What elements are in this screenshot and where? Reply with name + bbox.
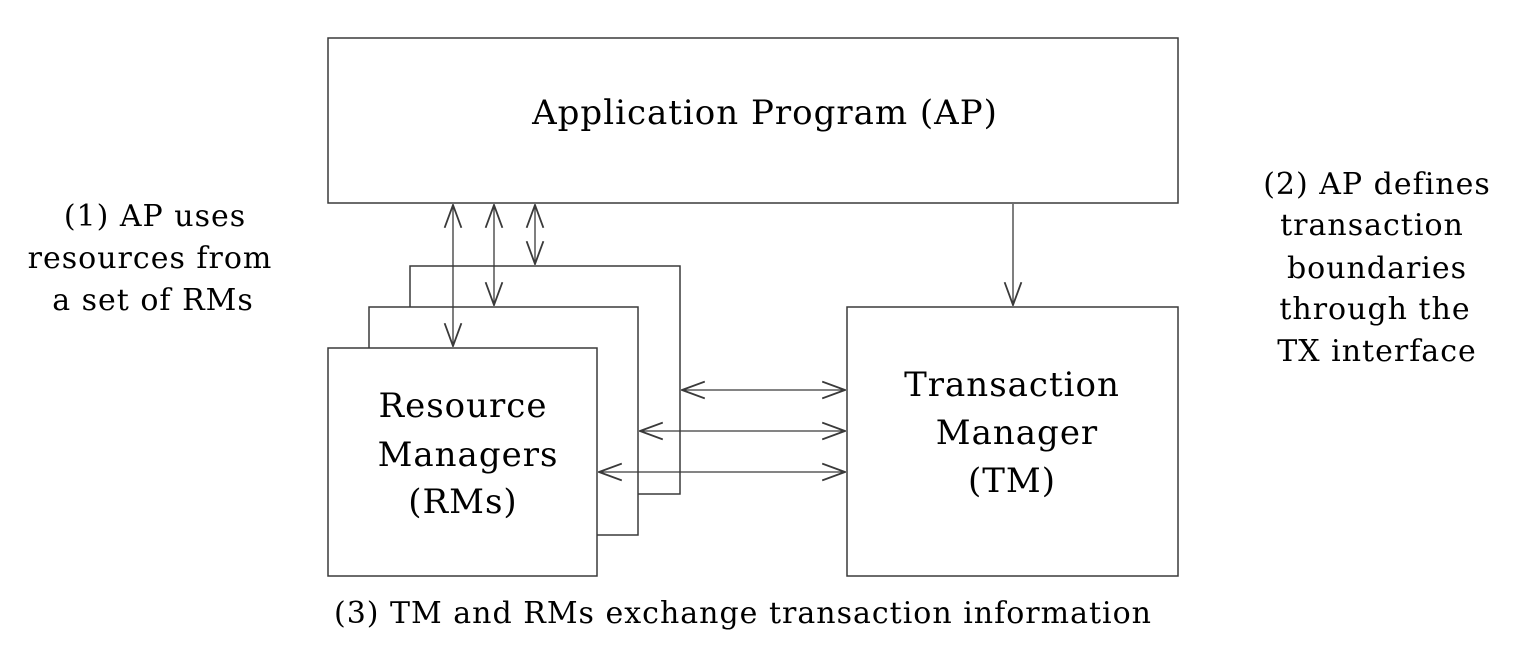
transaction-manager-label-line-3: (TM) bbox=[968, 461, 1056, 501]
right-annotation-line-1: (2) AP defines bbox=[1263, 167, 1491, 202]
transaction-manager-box bbox=[846, 306, 1179, 577]
left-annotation-line-2: resources from bbox=[28, 241, 273, 276]
right-annotation-line-2: transaction bbox=[1280, 208, 1464, 243]
right-annotation-line-3: boundaries bbox=[1287, 251, 1467, 286]
left-annotation-line-1: (1) AP uses bbox=[64, 199, 246, 234]
right-annotation-line-5: TX interface bbox=[1277, 334, 1477, 369]
left-annotation-line-3: a set of RMs bbox=[52, 283, 254, 318]
resource-managers-label-line-1: Resource bbox=[379, 386, 548, 426]
resource-managers-label-line-3: (RMs) bbox=[408, 482, 517, 522]
bottom-annotation: (3) TM and RMs exchange transaction info… bbox=[334, 596, 1152, 631]
application-program-label: Application Program (AP) bbox=[531, 93, 998, 133]
resource-manager-box-front bbox=[327, 347, 598, 577]
application-program-box bbox=[327, 37, 1179, 204]
resource-managers-label-line-2: Managers bbox=[378, 435, 559, 475]
transaction-manager-label-line-2: Manager bbox=[936, 413, 1098, 453]
transaction-manager-label-line-1: Transaction bbox=[904, 365, 1120, 405]
right-annotation-line-4: through the bbox=[1279, 292, 1470, 327]
